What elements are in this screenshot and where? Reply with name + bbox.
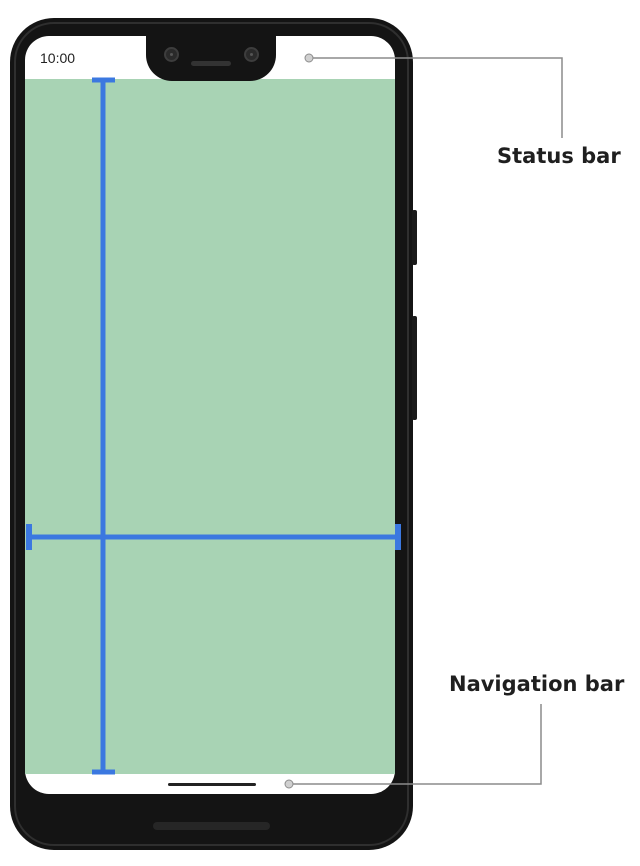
front-sensor-icon [244, 47, 259, 62]
status-bar-time: 10:00 [40, 50, 76, 66]
horizontal-measure-line [26, 524, 401, 550]
app-content-area [25, 79, 395, 774]
bottom-speaker-grille [153, 822, 270, 830]
status-bar-leader-line [304, 53, 563, 138]
vertical-measure-line [92, 77, 115, 775]
power-button [412, 210, 417, 265]
volume-button [412, 316, 417, 420]
status-bar-callout-label: Status bar [497, 144, 621, 168]
gesture-navigation-handle[interactable] [168, 783, 256, 786]
front-camera-icon [164, 47, 179, 62]
earpiece-speaker [191, 61, 231, 66]
navigation-bar-leader-line [284, 704, 542, 789]
phone-rim [14, 22, 409, 846]
display-notch [146, 36, 276, 81]
navigation-bar-callout-label: Navigation bar [449, 672, 625, 696]
